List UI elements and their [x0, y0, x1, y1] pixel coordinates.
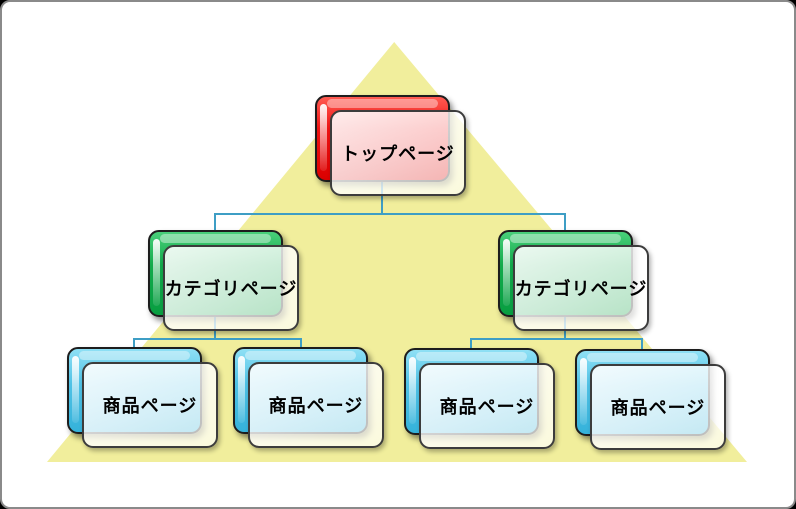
node-product-page-3: 商品ページ — [404, 348, 555, 449]
node-label-panel: カテゴリページ — [163, 245, 299, 331]
node-category-page-2: カテゴリページ — [498, 230, 649, 331]
connector-level2-right-bracket — [470, 338, 643, 349]
node-label-panel: 商品ページ — [248, 362, 384, 448]
node-category-page-1: カテゴリページ — [148, 230, 299, 331]
node-label: 商品ページ — [439, 397, 535, 417]
node-label: カテゴリページ — [514, 279, 648, 299]
node-product-page-4: 商品ページ — [575, 349, 726, 450]
node-label: トップページ — [341, 144, 455, 164]
node-product-page-2: 商品ページ — [233, 347, 384, 448]
node-label-panel: 商品ページ — [590, 364, 726, 450]
node-label: 商品ページ — [268, 396, 364, 416]
node-label-panel: 商品ページ — [82, 362, 218, 448]
node-label-panel: カテゴリページ — [513, 245, 649, 331]
node-label-panel: トップページ — [330, 110, 466, 196]
node-label: カテゴリページ — [164, 279, 298, 299]
connector-level1-bracket — [214, 213, 566, 232]
connector-level2-left-bracket — [133, 338, 302, 349]
node-product-page-1: 商品ページ — [67, 347, 218, 448]
node-label-panel: 商品ページ — [419, 363, 555, 449]
node-label: 商品ページ — [102, 396, 198, 416]
node-label: 商品ページ — [610, 398, 706, 418]
node-top-page: トップページ — [315, 95, 466, 196]
